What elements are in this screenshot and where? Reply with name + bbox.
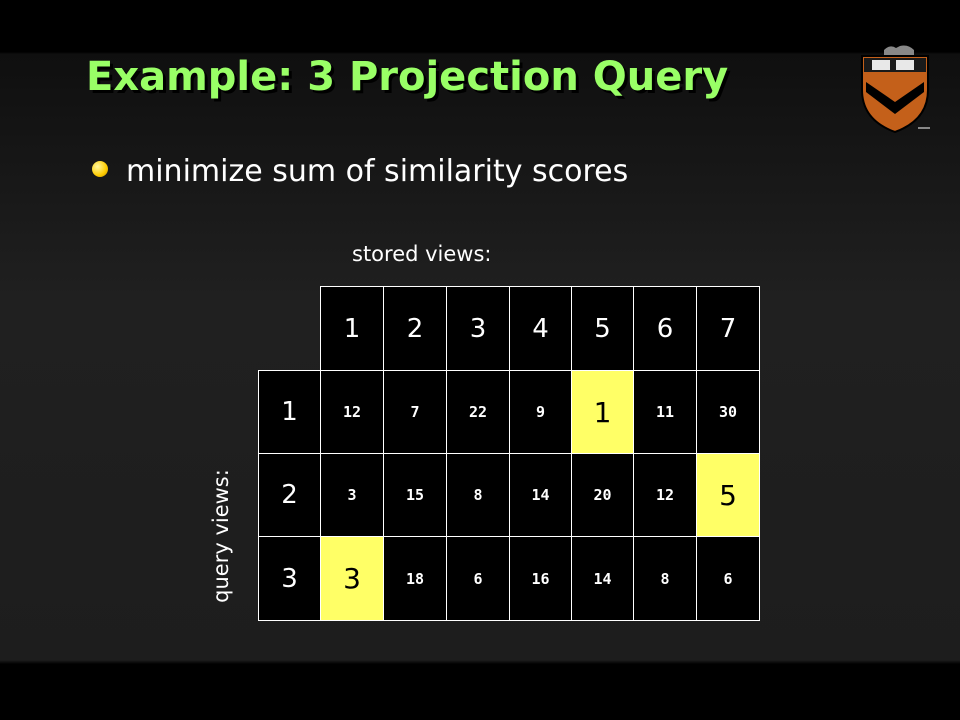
query-views-label: query views: [209, 469, 233, 603]
row-header-3: 3 [258, 536, 321, 621]
score-cell: 9 [509, 370, 572, 454]
highlighted-score-cell: 1 [571, 370, 634, 454]
column-header-3: 3 [446, 286, 510, 371]
score-cell: 22 [446, 370, 510, 454]
score-cell: 14 [509, 453, 572, 537]
score-cell: 16 [509, 536, 572, 621]
score-cell: 12 [320, 370, 384, 454]
score-cell: 14 [571, 536, 634, 621]
highlighted-score-cell: 5 [696, 453, 760, 537]
row-header-1: 1 [258, 370, 321, 454]
score-cell: 20 [571, 453, 634, 537]
bullet-text: minimize sum of similarity scores [126, 154, 629, 189]
column-header-4: 4 [509, 286, 572, 371]
bullet-dot-icon [92, 160, 108, 177]
column-header-7: 7 [696, 286, 760, 371]
score-cell: 6 [696, 536, 760, 621]
row-header-2: 2 [258, 453, 321, 537]
princeton-shield-icon [861, 45, 930, 134]
score-cell: 11 [633, 370, 697, 454]
score-cell: 18 [383, 536, 447, 621]
column-header-2: 2 [383, 286, 447, 371]
score-cell: 30 [696, 370, 760, 454]
column-header-1: 1 [320, 286, 384, 371]
bullet-item: minimize sum of similarity scores [92, 154, 628, 189]
highlighted-score-cell: 3 [320, 536, 384, 621]
slide-title: Example: 3 Projection Query [86, 54, 729, 100]
score-cell: 15 [383, 453, 447, 537]
score-cell: 12 [633, 453, 697, 537]
stored-views-label: stored views: [352, 242, 492, 266]
column-header-6: 6 [633, 286, 697, 371]
score-cell: 3 [320, 453, 384, 537]
score-cell: 8 [446, 453, 510, 537]
score-cell: 7 [383, 370, 447, 454]
score-cell: 8 [633, 536, 697, 621]
column-header-5: 5 [571, 286, 634, 371]
score-cell: 6 [446, 536, 510, 621]
